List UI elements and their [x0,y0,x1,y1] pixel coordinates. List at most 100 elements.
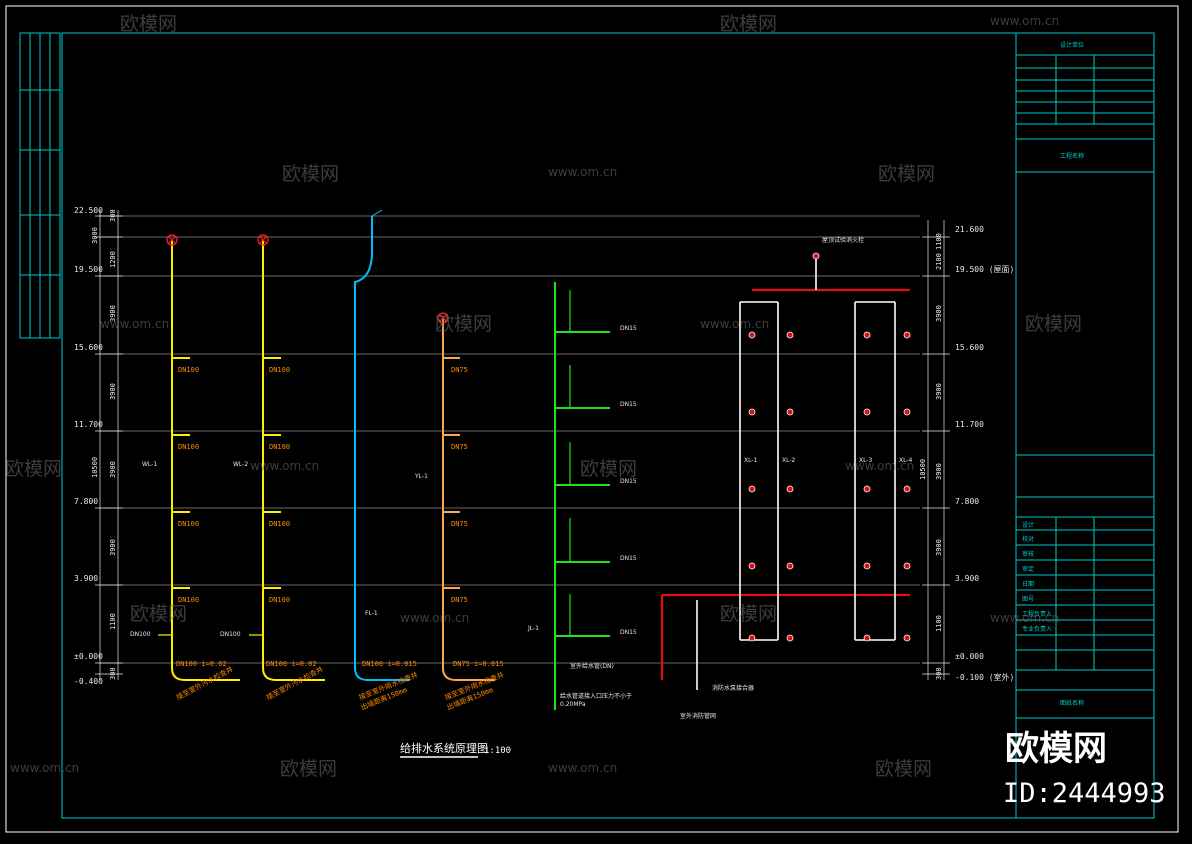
watermark-brand: 欧模网 [282,163,339,185]
left-dimension-lines [95,210,123,680]
left-level-labels: 22.500 19.500 15.600 11.700 7.800 3.900 … [74,206,103,686]
yl1-slope: DN75 i=0.015 [453,660,504,668]
jl-1-labels: DN15 DN15 DN15 DN15 DN15 JL-1 室外给水管(DN) … [527,325,637,708]
fire-tag-xl1: XL-1 [744,457,758,464]
fl-1-labels: FL-1 DN100 i=0.015 接至室外雨水检查井 出墙距离150mm [357,610,419,712]
watermark-brand: 欧模网 [720,603,777,625]
yl-1-labels: DN75 DN75 DN75 DN75 YL-1 DN75 i=0.015 接至… [414,366,505,712]
tb-check: 校对 [1022,535,1034,543]
dim-right-1100: 1100 [935,233,943,250]
watermark-url: www.om.cn [10,761,79,775]
watermark-brand: 欧模网 [875,758,932,780]
jl1-note-2: 0.20MPa [560,701,586,708]
dim-right-2100: 2100 [935,253,943,270]
drawing-scale: 1:100 [484,746,511,756]
yl1-tag: YL-1 [414,473,428,480]
dim-right-3900-c: 3900 [935,463,943,480]
fl1-tag: FL-1 [365,610,378,617]
level-15600: 15.600 [74,343,103,352]
level-22500: 22.500 [74,206,103,215]
level-r-minus-0100: -0.100 (室外) [955,672,1014,682]
dim-right-1100b: 1100 [935,615,943,632]
brand-badge: 欧模网 ID:2444993 [1003,729,1166,809]
level-r-0000: ±0.000 [955,652,984,661]
right-dimension-lines [922,220,950,680]
jl1-tag: JL-1 [527,625,539,632]
jl1-label: 室外给水管(DN) [570,662,614,670]
wl2-slope: DN100 i=0.02 [266,660,317,668]
watermark-url: www.om.cn [548,761,617,775]
tb-design: 设计 [1022,521,1034,529]
jl1-note-1: 给水管道接入口压力不小于 [560,692,632,700]
level-19500: 19.500 [74,265,103,274]
wl1-dn-4: DN100 [178,596,199,604]
dim-left-300b: 300 [109,667,117,680]
level-r-3900: 3.900 [955,574,979,583]
watermark-brand: 欧模网 [5,458,62,480]
floor-level-lines [100,215,920,664]
wl1-slope: DN100 i=0.02 [176,660,227,668]
watermark-url: www.om.cn [250,459,319,473]
fire-tag-xl4: XL-4 [899,457,913,464]
dim-right-10500: 10500 [919,459,927,480]
yl1-dn-1: DN75 [451,366,468,374]
watermark-url: www.om.cn [700,317,769,331]
watermark-url: www.om.cn [400,611,469,625]
level-minus-0400: -0.400 [74,677,103,686]
fl1-slope: DN100 i=0.015 [362,660,417,668]
fire-labels: XL-1 XL-2 XL-3 XL-4 屋顶试验消火栓 消防水泵接合器 室外消防… [680,236,913,720]
watermark-brand: 欧模网 [1025,313,1082,335]
watermark-brand: 欧模网 [130,603,187,625]
wl2-dn-2: DN100 [269,443,290,451]
tb-date: 日期 [1022,580,1034,588]
yl1-dn-4: DN75 [451,596,468,604]
wl2-note: 接至室外污水检查井 [265,664,325,702]
yl-1-vent-cap [437,312,449,324]
wl1-dn-3: DN100 [178,520,199,528]
watermark-url: www.om.cn [845,459,914,473]
wl2-tag: WL-2 [233,461,248,468]
fire-tag-xl3: XL-3 [859,457,873,464]
dim-left-3900-d: 3900 [109,539,117,556]
dim-right-3900-d: 3900 [935,539,943,556]
jl1-dn-2: DN15 [620,401,637,408]
dim-left-300: 300 [109,209,117,222]
jl1-dn-3: DN15 [620,478,637,485]
brand-id: ID:2444993 [1003,778,1166,809]
drawing-title: 给排水系统原理图 [400,741,488,755]
drawing-frame [5,5,1179,833]
wl-2-vent-cap [257,234,269,246]
wl2-dn-4: DN100 [269,596,290,604]
jl1-dn-5: DN15 [620,629,637,636]
riser-fl-1 [354,209,410,681]
level-11700: 11.700 [74,420,103,429]
level-0000: ±0.000 [74,652,103,661]
watermark-brand: 欧模网 [435,313,492,335]
tb-engineer: 工程负责人 [1022,610,1052,618]
jl1-dn-4: DN15 [620,555,637,562]
right-level-labels: 21.600 19.500 (屋面) 15.600 11.700 7.800 3… [955,225,1014,682]
dim-right-3900-a: 3900 [935,305,943,322]
level-r-7800: 7.800 [955,497,979,506]
wl2-dn-1: DN100 [269,366,290,374]
drawing-caption: 给排水系统原理图 1:100 [400,741,511,758]
level-r-21600: 21.600 [955,225,984,234]
wl-1-vent-cap [166,234,178,246]
tb-drawing-name: 图纸名称 [1060,699,1084,707]
title-block [1016,54,1154,719]
dim-left-10500: 10500 [91,457,99,478]
jl1-dn-1: DN15 [620,325,637,332]
watermark-url: www.om.cn [990,611,1059,625]
watermark-brand: 欧模网 [580,458,637,480]
tb-review: 审核 [1022,550,1034,558]
watermark-brand: 欧模网 [720,13,777,35]
wl2-pipe: DN100 [220,631,241,638]
brand-logo-text: 欧模网 [1005,729,1107,769]
left-dimension-text: 3000 300 1200 3900 3900 10500 3900 3900 … [91,209,117,680]
wl1-pipe: DN100 [130,631,151,638]
fire-system [660,252,911,690]
right-dimension-text: 1100 2100 3900 3900 10500 3900 3900 1100… [919,233,943,680]
tb-design-unit: 设计单位 [1060,41,1084,49]
